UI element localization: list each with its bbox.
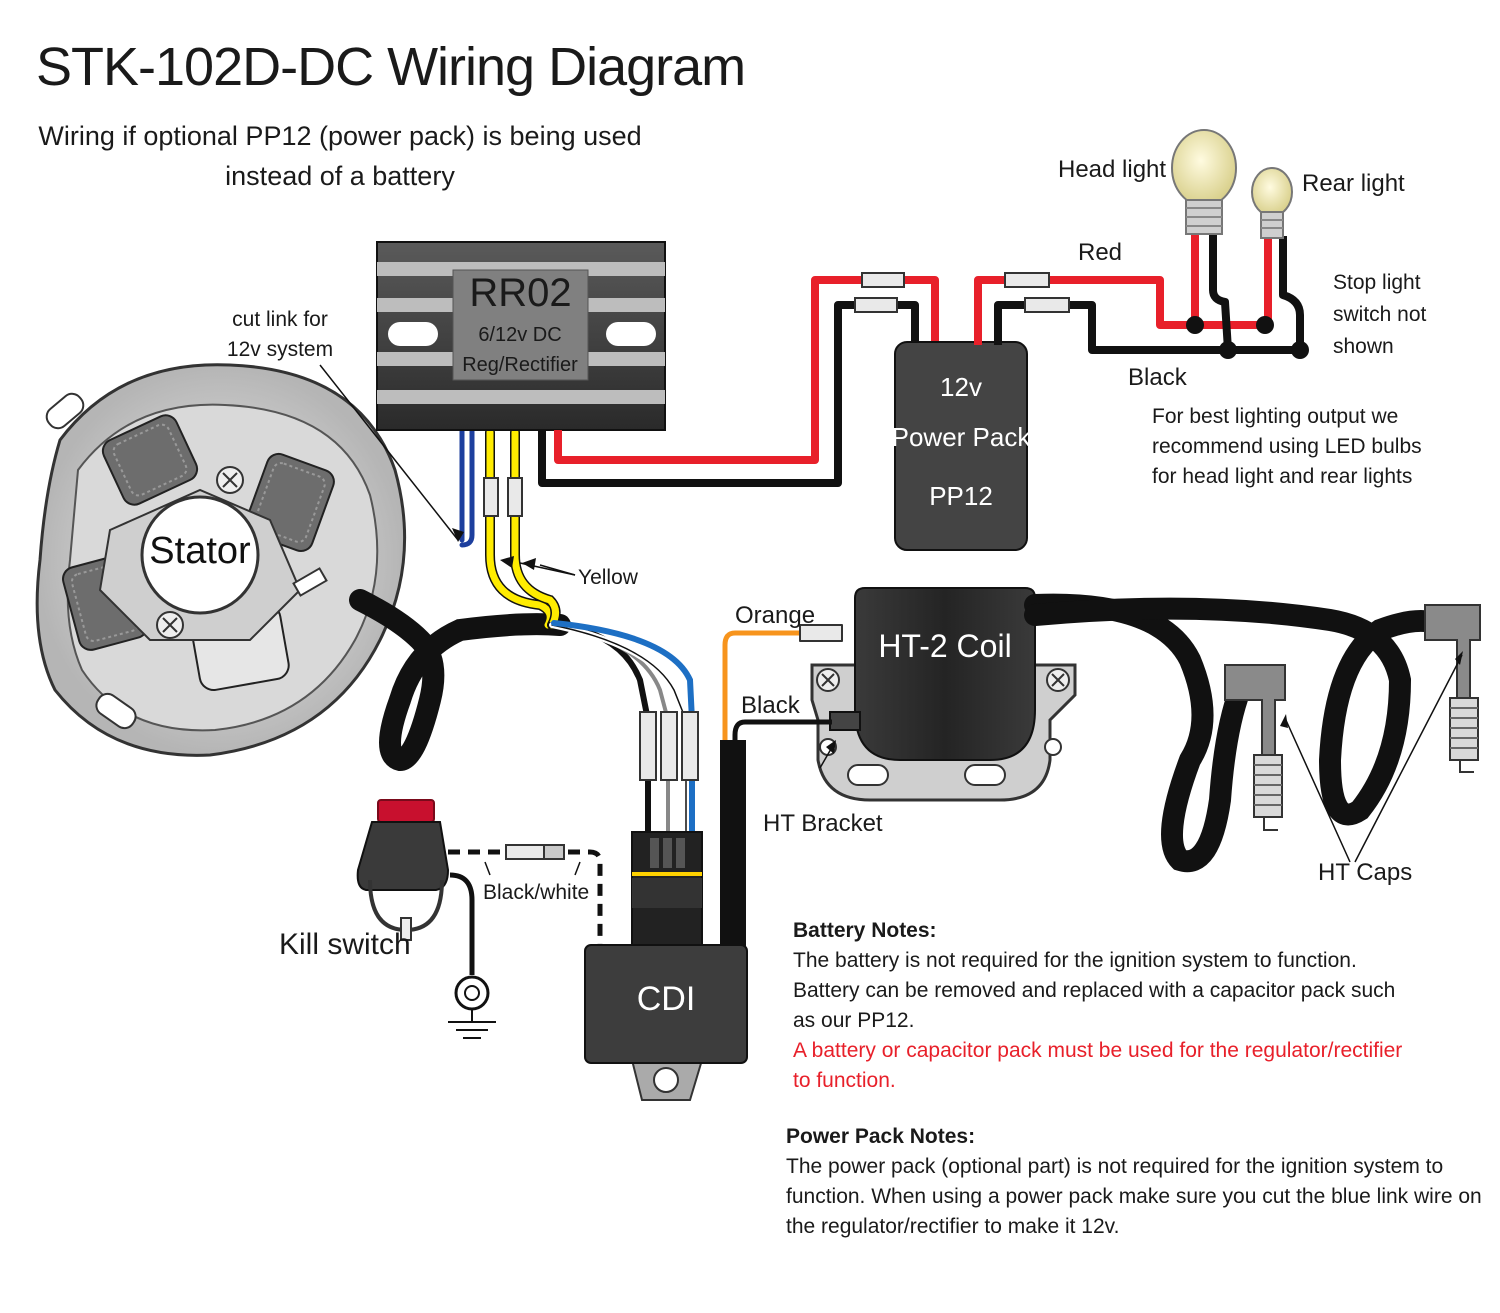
stop-light-line: switch not: [1333, 303, 1427, 326]
power-pack: [894, 341, 1028, 551]
power-pack-voltage: 12v: [940, 372, 982, 402]
power-pack-notes-line: The power pack (optional part) is not re…: [786, 1155, 1444, 1178]
ground-icon: [448, 975, 496, 1039]
rr02-regulator: [376, 241, 666, 431]
rear-light-bulb-icon: [1251, 167, 1293, 239]
power-pack-model: PP12: [929, 481, 993, 511]
power-pack-notes: Power Pack Notes: The power pack (option…: [786, 1122, 1482, 1242]
kill-switch-wires: [448, 844, 603, 975]
ht-coil: [829, 587, 1036, 761]
yellow-wires: [485, 427, 561, 630]
junction: [1256, 316, 1274, 334]
coil-wires: [720, 624, 843, 950]
spade-connector: [639, 711, 657, 781]
spade-connector: [854, 272, 905, 313]
cut-link-line: 12v system: [226, 338, 334, 361]
ht-cap: [1224, 664, 1286, 831]
cdi-wires: [547, 620, 695, 863]
battery-notes-line: as our PP12.: [793, 1009, 915, 1032]
stator-coil: [101, 414, 199, 506]
yellow-wire-label: Yellow: [578, 566, 638, 589]
spade-connector: [1004, 272, 1070, 313]
power-pack-notes-line: the regulator/rectifier to make it 12v.: [786, 1215, 1120, 1238]
spade-connector: [507, 477, 523, 517]
rr02-label: RR02: [469, 271, 572, 315]
stator-label: Stator: [149, 530, 251, 572]
screw-icon: [216, 466, 244, 494]
power-pack-name: Power Pack: [891, 422, 1031, 452]
led-note-line: recommend using LED bulbs: [1152, 435, 1422, 458]
black-white-wire-label: Black/white: [483, 881, 590, 904]
orange-wire-label: Orange: [735, 602, 816, 629]
kill-switch-label: Kill switch: [279, 928, 411, 961]
page-subtitle: Wiring if optional PP12 (power pack) is …: [0, 116, 680, 196]
rr02-spec: 6/12v DC: [478, 324, 562, 346]
power-pack-notes-heading: Power Pack Notes:: [786, 1125, 976, 1148]
ht-cap: [1424, 604, 1481, 773]
cut-link-line: cut link for: [232, 308, 328, 331]
kill-switch: [356, 799, 450, 941]
black-wire-label: Black: [1128, 364, 1187, 391]
battery-notes-heading: Battery Notes:: [793, 919, 937, 942]
led-note-line: For best lighting output we: [1152, 405, 1399, 428]
cut-link-label: cut link for 12v system: [218, 305, 342, 365]
battery-notes-line: Battery can be removed and replaced with…: [793, 979, 1396, 1002]
ht-lead: [1024, 593, 1451, 873]
blue-link-wire: [459, 427, 475, 548]
stop-light-note: Stop light switch not shown: [1333, 267, 1426, 363]
ht-bracket-label: HT Bracket: [763, 810, 883, 837]
battery-notes: Battery Notes: The battery is not requir…: [793, 916, 1402, 1096]
screw-icon: [816, 668, 840, 692]
led-recommendation-note: For best lighting output we recommend us…: [1152, 402, 1422, 492]
junction: [1186, 316, 1204, 334]
screw-icon: [1046, 668, 1070, 692]
spade-connector: [505, 844, 545, 860]
battery-notes-warning: A battery or capacitor pack must be used…: [793, 1039, 1403, 1062]
stop-light-line: shown: [1333, 335, 1394, 358]
ht-caps-label: HT Caps: [1318, 859, 1413, 886]
spade-connector: [799, 624, 843, 642]
rr02-output-wires: [538, 276, 939, 487]
black-coil-wire-label: Black: [741, 692, 800, 719]
coil-label: HT-2 Coil: [878, 628, 1012, 664]
led-note-line: for head light and rear lights: [1152, 465, 1413, 488]
junction: [1291, 341, 1309, 359]
page-title: STK-102D-DC Wiring Diagram: [36, 37, 746, 97]
leader-lines: [319, 364, 1463, 876]
power-pack-notes-line: function. When using a power pack make s…: [786, 1185, 1482, 1208]
cdi-unit: [584, 831, 748, 1101]
screw-icon: [156, 611, 184, 639]
spade-connector: [660, 711, 678, 781]
junction: [1219, 341, 1237, 359]
spade-connector: [543, 844, 565, 860]
arrow-icon: [452, 528, 1463, 754]
stator: [35, 363, 407, 757]
stator-loom: [349, 589, 571, 772]
subtitle-line: Wiring if optional PP12 (power pack) is …: [38, 121, 642, 151]
head-light-bulb-icon: [1171, 129, 1237, 235]
rr02-type: Reg/Rectifier: [462, 354, 578, 376]
light-wires: [974, 230, 1304, 354]
head-light-label: Head light: [1058, 156, 1167, 183]
rear-light-label: Rear light: [1302, 170, 1405, 197]
cdi-label: CDI: [636, 980, 696, 1018]
stop-light-line: Stop light: [1333, 271, 1421, 294]
battery-notes-warning: to function.: [793, 1069, 896, 1092]
battery-notes-line: The battery is not required for the igni…: [793, 949, 1357, 972]
subtitle-line: instead of a battery: [225, 161, 455, 191]
spade-connector: [681, 711, 699, 781]
red-wire-label: Red: [1078, 239, 1123, 266]
spade-connector: [483, 477, 499, 517]
